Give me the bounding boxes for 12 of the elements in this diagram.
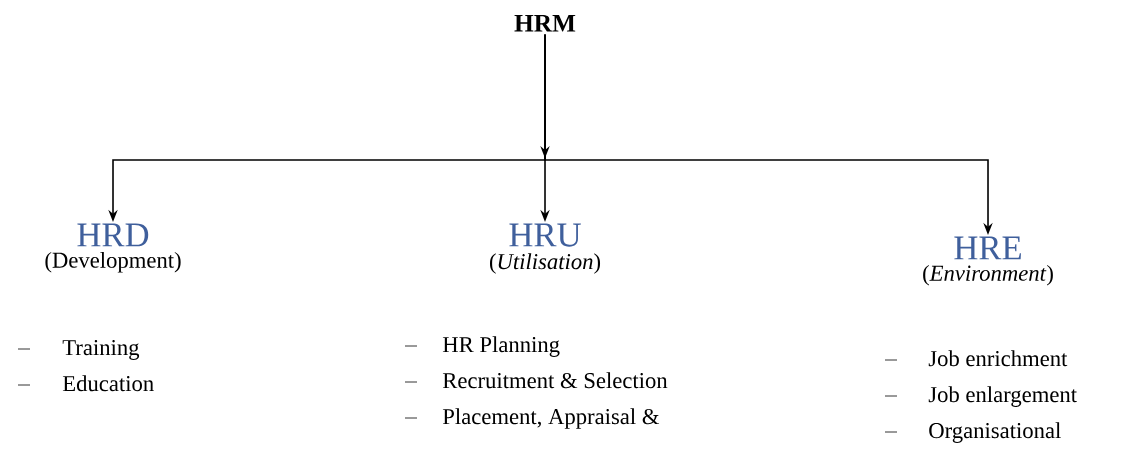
category-heading: HRD (Development)	[45, 223, 181, 273]
list-item: Organisational	[884, 422, 1061, 443]
category-heading: HRE (Environment)	[923, 236, 1053, 286]
list-item: Education	[17, 375, 154, 392]
title-text: HRM	[514, 14, 576, 32]
list-item: Job enrichment	[884, 350, 1068, 367]
category-heading: HRU (Utilisation)	[490, 223, 601, 274]
list-item: HR Planning	[404, 336, 560, 357]
list-item: Training	[17, 340, 140, 360]
list-item: Recruitment & Selection	[404, 372, 668, 389]
list-item: Placement, Appraisal &	[404, 408, 660, 429]
list-item: Job enlargement	[884, 386, 1077, 407]
